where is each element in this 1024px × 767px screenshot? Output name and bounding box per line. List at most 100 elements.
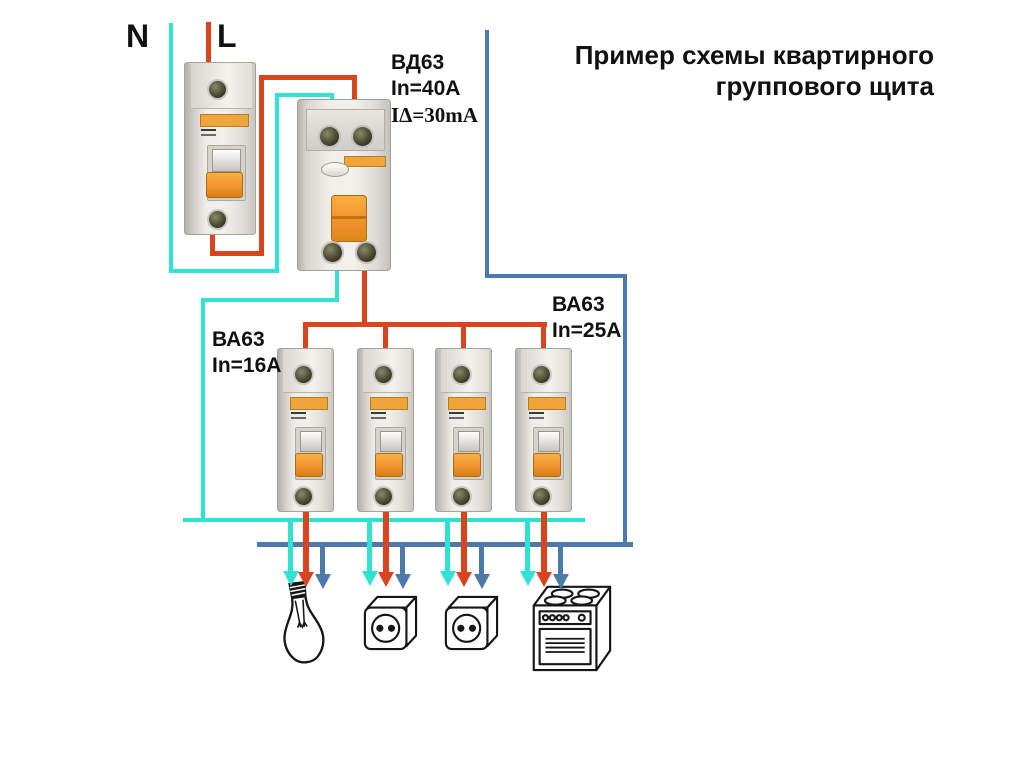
phase-wire-rcd-top <box>352 75 357 110</box>
screw-terminal-icon <box>533 488 551 506</box>
phase-arrow-group-4 <box>536 510 552 587</box>
rcd-leakage-current: IΔ=30mA <box>391 103 478 127</box>
group-breaker-1 <box>277 348 334 512</box>
diagram-title: Пример схемы квартирного группового щита <box>500 40 934 102</box>
phase-drop-breaker-3 <box>461 322 466 350</box>
wall-socket-icon <box>443 592 499 657</box>
breaker-model: ВА63 <box>212 328 265 351</box>
phase-drop-breaker-2 <box>383 322 388 350</box>
phase-terminal-label: L <box>217 18 237 54</box>
screw-terminal-icon <box>453 488 471 506</box>
breaker-roller <box>299 430 322 453</box>
screw-terminal-icon <box>375 366 393 384</box>
breaker-toggle-window <box>452 426 485 480</box>
breaker-rating-marks <box>290 411 306 421</box>
pe-arrow-group-1 <box>314 544 331 589</box>
phase-wire-breaker-out <box>210 226 215 256</box>
neutral-arrow-group-1 <box>282 520 299 586</box>
wall-socket-icon <box>362 592 418 657</box>
rcd-test-button <box>321 161 350 177</box>
neutral-wire-input-drop <box>169 23 173 273</box>
screw-terminal-icon <box>209 81 227 99</box>
breaker-label-strip <box>369 397 409 410</box>
screw-terminal-icon <box>453 366 471 384</box>
breaker-toggle-lever <box>374 452 404 478</box>
breaker-label-strip <box>199 113 249 128</box>
breaker-model: ВА63 <box>552 293 605 316</box>
breaker-rating-marks <box>528 411 544 421</box>
pe-arrow-group-3 <box>473 544 490 589</box>
neutral-wire-riser <box>275 93 279 273</box>
phase-arrow-group-1 <box>298 510 314 587</box>
breaker-label-strip <box>289 397 329 410</box>
pe-wire-right-drop <box>623 274 627 546</box>
breaker-rating-marks <box>201 129 217 139</box>
rcd-label-strip <box>344 155 387 168</box>
screw-terminal-icon <box>295 488 313 506</box>
rcd-rated-current: In=40A <box>391 77 461 100</box>
rcd-toggle-lever <box>330 195 367 243</box>
breaker-rating-marks <box>448 411 464 421</box>
rcd-model: ВД63 <box>391 51 445 74</box>
breaker-toggle-window <box>532 426 565 480</box>
phase-wire-jog <box>210 251 264 256</box>
breaker-toggle-lever <box>532 452 562 478</box>
breaker-toggle-window <box>205 145 246 201</box>
phase-drop-breaker-1 <box>303 322 308 350</box>
phase-wire-rcd-out <box>362 262 367 327</box>
breaker-rating-marks <box>370 411 386 421</box>
neutral-arrow-group-4 <box>519 520 536 586</box>
screw-terminal-icon <box>375 488 393 506</box>
pe-wire-run <box>485 274 627 278</box>
rcd-label: ВД63 In=40A IΔ=30mA <box>391 50 478 128</box>
phase-drop-breaker-4 <box>541 322 546 350</box>
neutral-wire-run-down <box>201 298 339 302</box>
phase-bus-bar <box>303 322 547 327</box>
breaker-rated-current: In=25A <box>552 319 622 342</box>
phase-wire-to-rcd <box>259 75 357 80</box>
screw-terminal-icon <box>209 211 227 229</box>
breaker-toggle-window <box>294 426 327 480</box>
neutral-arrow-group-2 <box>361 520 378 586</box>
phase-arrow-group-2 <box>378 510 394 587</box>
screw-terminal-icon <box>353 126 373 146</box>
phase-wire-riser <box>259 75 264 256</box>
neutral-arrow-group-3 <box>439 520 456 586</box>
phase-arrow-group-3 <box>456 510 472 587</box>
neutral-wire-rcd-out <box>335 262 339 302</box>
breaker-label-strip <box>527 397 567 410</box>
screw-terminal-icon <box>295 366 313 384</box>
neutral-wire-to-rcd <box>275 93 334 97</box>
screw-terminal-icon <box>319 126 339 146</box>
breaker-roller <box>212 149 241 172</box>
breaker-roller <box>457 430 480 453</box>
breaker-roller <box>379 430 402 453</box>
breaker-toggle-lever <box>294 452 324 478</box>
breaker-label-strip <box>447 397 487 410</box>
phase-wire-input-drop <box>206 22 211 66</box>
breaker-head <box>520 349 569 393</box>
screw-terminal-icon <box>323 243 343 263</box>
breaker-roller <box>537 430 560 453</box>
screw-terminal-icon <box>533 366 551 384</box>
pe-wire-input-drop <box>485 30 489 278</box>
main-input-breaker <box>184 62 256 235</box>
group-breaker-2 <box>357 348 414 512</box>
neutral-terminal-label: N <box>126 18 150 54</box>
group-breaker-3 <box>435 348 492 512</box>
breaker-toggle-lever <box>205 172 243 199</box>
rcd-device <box>297 99 391 271</box>
group-breaker-4 <box>515 348 572 512</box>
breaker-toggle-window <box>374 426 407 480</box>
screw-terminal-icon <box>357 243 377 263</box>
electric-stove-icon <box>520 580 618 679</box>
diagram-title-line-1: Пример схемы квартирного <box>574 40 934 70</box>
breaker-toggle-lever <box>452 452 482 478</box>
neutral-wire-left-drop <box>201 298 205 522</box>
rcd-terminal-block <box>306 109 386 151</box>
pe-arrow-group-4 <box>552 544 569 589</box>
light-bulb-icon <box>266 575 341 689</box>
diagram-title-line-2: группового щита <box>715 71 934 101</box>
neutral-wire-run <box>169 269 279 273</box>
